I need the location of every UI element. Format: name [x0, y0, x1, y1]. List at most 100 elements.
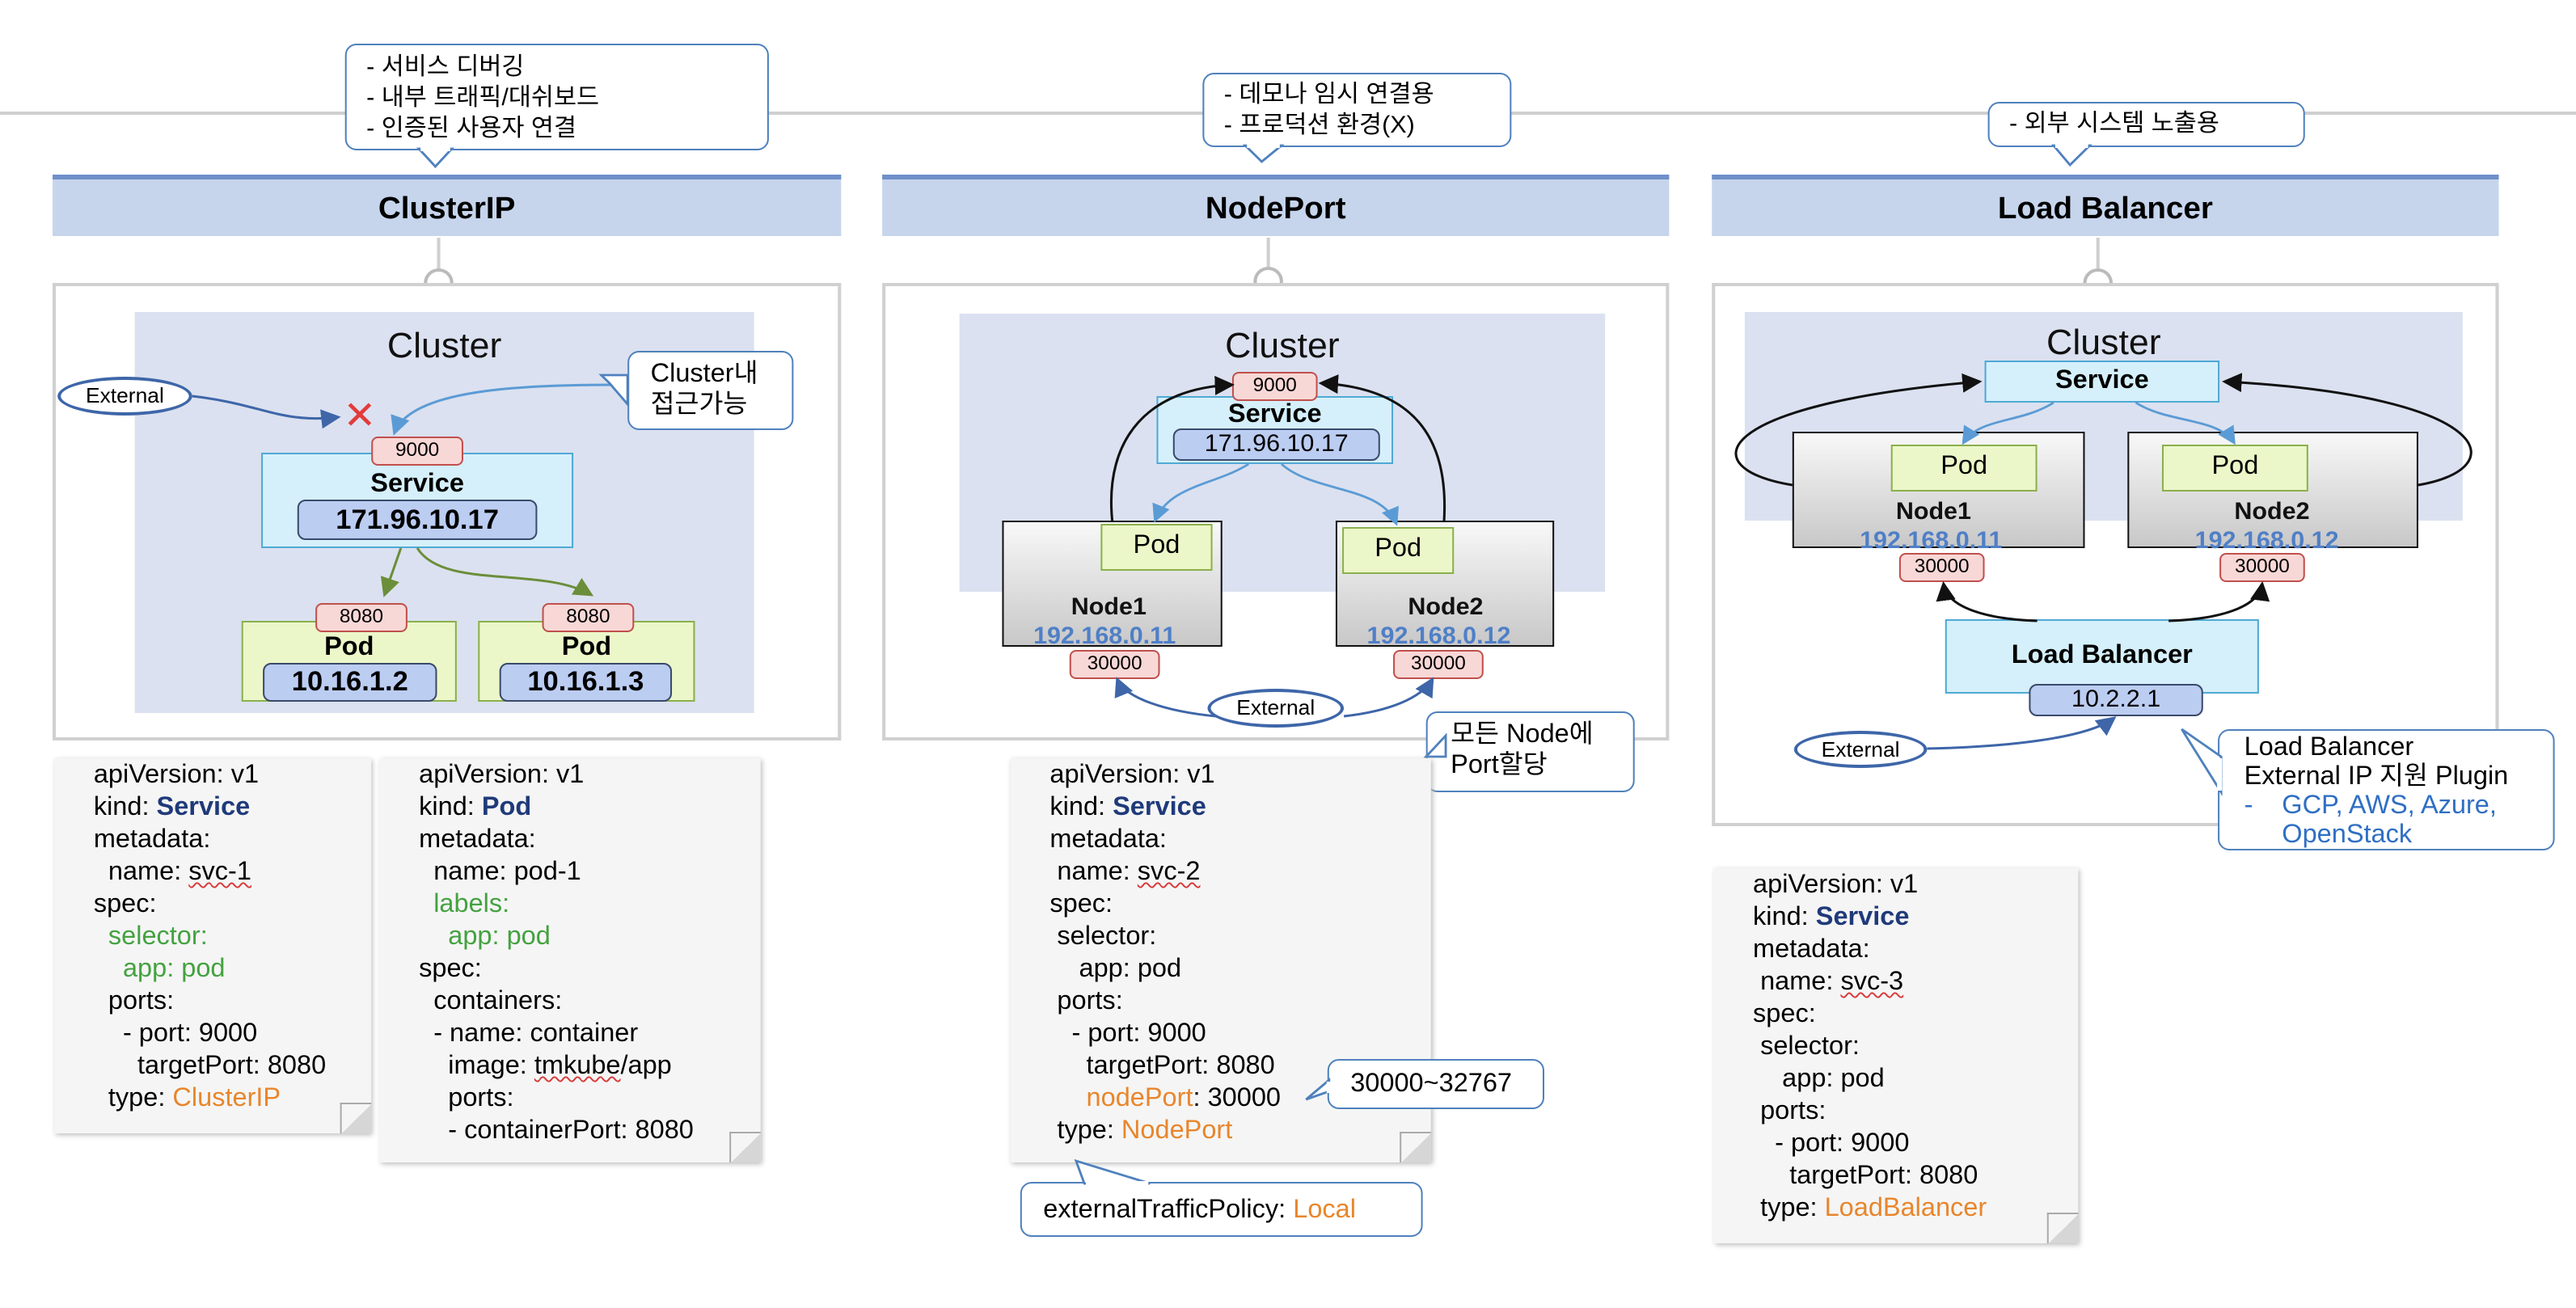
usage-line: - 서비스 디버깅: [366, 53, 525, 81]
policy-label: externalTrafficPolicy:: [1043, 1196, 1294, 1224]
yaml-key: type:: [93, 1085, 173, 1112]
yaml-line: kind: Service: [94, 792, 371, 825]
clusterip-service-ip: 171.96.10.17: [297, 500, 538, 540]
loadbalancer-usage-callout: - 외부 시스템 노출용: [1987, 102, 2305, 147]
node-name: Node2: [1408, 593, 1484, 621]
node-name: Node1: [1071, 593, 1147, 621]
external-client: External: [57, 377, 192, 416]
header-nodeport: NodePort: [882, 175, 1670, 236]
yaml-key: type:: [1753, 1195, 1825, 1222]
service-label: Service: [2054, 367, 2149, 395]
yaml-key: type:: [1049, 1117, 1121, 1145]
yaml-key: image:: [419, 1053, 534, 1080]
node-2-port: 30000: [2219, 553, 2305, 582]
yaml-kind: Service: [156, 794, 251, 821]
yaml-line: app: pod: [1049, 956, 1182, 983]
node-2-port: 30000: [1393, 650, 1484, 679]
yaml-line: type: NodePort: [1049, 1116, 1430, 1148]
node-2-pod: Pod: [1342, 527, 1455, 574]
yaml-line: app: pod: [93, 956, 226, 983]
service-label: Service: [1227, 401, 1322, 428]
clusterip-usage-callout: - 서비스 디버깅 - 내부 트래픽/대쉬보드 - 인증된 사용자 연결: [344, 44, 769, 150]
yaml-line: apiVersion: v1: [1049, 762, 1215, 789]
yaml-kind: Pod: [481, 794, 532, 821]
yaml-key: kind:: [419, 794, 482, 821]
yaml-line: metadata:: [1049, 826, 1167, 854]
usage-line: - 프로덕션 환경(X): [1223, 112, 1415, 139]
plugin-line: GCP, AWS, Azure,: [2282, 792, 2497, 820]
external-client: External: [1793, 731, 1928, 768]
yaml-line: ports:: [419, 1085, 514, 1112]
nodeport-service-ip: 171.96.10.17: [1172, 428, 1380, 461]
callout-line: Port할당: [1451, 752, 1548, 779]
pod-1-port: 8080: [315, 603, 408, 632]
node-2-pod: Pod: [2161, 445, 2308, 492]
node-name: Node2: [2234, 498, 2310, 525]
yaml-key: name:: [1753, 968, 1841, 996]
page-fold: [340, 1103, 372, 1133]
yaml-line: app: pod: [419, 923, 551, 951]
header-clusterip: ClusterIP: [53, 175, 842, 236]
page-fold: [1400, 1132, 1431, 1162]
yaml-type: NodePort: [1121, 1117, 1233, 1145]
yaml-line: image: tmkube/app: [419, 1051, 761, 1083]
yaml-key: kind:: [93, 794, 157, 821]
yaml-key: name:: [1049, 859, 1138, 886]
yaml-line: targetPort: 8080: [93, 1053, 327, 1080]
node-1-pod: Pod: [1100, 524, 1213, 571]
yaml-line: selector:: [1049, 923, 1157, 951]
yaml-type: ClusterIP: [172, 1085, 281, 1112]
yaml-line: spec:: [1753, 1001, 1816, 1028]
yaml-line: name: svc-3: [1753, 967, 2078, 999]
yaml-line: spec:: [1049, 891, 1113, 918]
yaml-value: /app: [620, 1053, 672, 1080]
yaml-line: metadata:: [1753, 936, 1870, 964]
yaml-value: tmkube: [534, 1053, 621, 1080]
yaml-line: - name: container: [419, 1020, 639, 1048]
yaml-line: spec:: [419, 956, 482, 983]
node-ip: 192.168.0.11: [1860, 527, 2003, 555]
cluster-title: Cluster: [1225, 325, 1340, 365]
bullet: -: [2244, 792, 2253, 820]
usage-line: - 외부 시스템 노출용: [2009, 110, 2219, 137]
load-balancer-ip: 10.2.2.1: [2029, 684, 2203, 716]
usage-line: - 데모나 임시 연결용: [1223, 81, 1434, 108]
yaml-line: apiVersion: v1: [93, 762, 260, 789]
callout-line: 접근가능: [650, 391, 748, 419]
page-fold: [2046, 1213, 2079, 1243]
service-port: 9000: [371, 437, 463, 466]
nodeport-range-callout: 30000~32767: [1327, 1059, 1544, 1109]
yaml-line: targetPort: 8080: [1049, 1053, 1275, 1080]
yaml-type: LoadBalancer: [1824, 1195, 1987, 1222]
plugin-line: OpenStack: [2282, 821, 2413, 849]
yaml-line: - port: 9000: [1753, 1130, 1910, 1158]
yaml-value: svc-3: [1840, 968, 1904, 996]
yaml-line: kind: Pod: [419, 792, 761, 825]
yaml-line: ports:: [1753, 1098, 1826, 1125]
yaml-line: spec:: [93, 891, 157, 918]
yaml-line: selector:: [1753, 1033, 1860, 1061]
load-balancer-label: Load Balancer: [2011, 642, 2193, 669]
yaml-line: name: pod-1: [419, 859, 581, 886]
yaml-line: apiVersion: v1: [419, 762, 585, 789]
callout-line: 모든 Node에: [1451, 721, 1594, 749]
yaml-value: : 30000: [1193, 1085, 1281, 1112]
policy-value: Local: [1293, 1196, 1356, 1224]
callout-line: External IP 지원 Plugin: [2244, 763, 2509, 791]
node-1-port: 30000: [1069, 650, 1160, 679]
yaml-line: nodePort: 30000: [1049, 1083, 1430, 1116]
yaml-line: metadata:: [419, 826, 536, 854]
yaml-nodeport-key: nodePort: [1049, 1085, 1193, 1112]
loadbalancer-plugin-callout: Load Balancer External IP 지원 Plugin - GC…: [2218, 729, 2555, 850]
yaml-line: selector:: [93, 923, 208, 951]
node-name: Node1: [1895, 498, 1971, 525]
nodeport-allocation-callout: 모든 Node에 Port할당: [1425, 711, 1635, 792]
yaml-key: name:: [93, 859, 189, 886]
service-label: Service: [370, 470, 464, 498]
usage-line: - 내부 트래픽/대쉬보드: [366, 84, 600, 112]
traffic-policy-callout: externalTrafficPolicy: Local: [1020, 1182, 1423, 1237]
yaml-line: ports:: [93, 988, 175, 1015]
